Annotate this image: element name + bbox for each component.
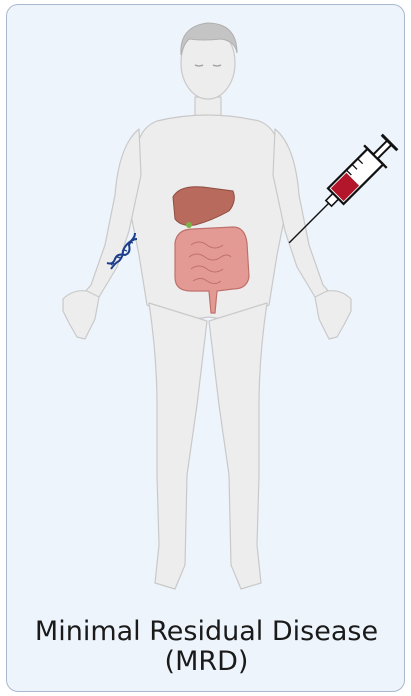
caption: Minimal Residual Disease (MRD) (7, 617, 405, 677)
illustration-panel: Minimal Residual Disease (MRD) (6, 4, 405, 692)
gallbladder (186, 222, 192, 228)
human-body-icon (63, 27, 351, 589)
caption-title: Minimal Residual Disease (7, 617, 405, 647)
caption-abbreviation: (MRD) (7, 647, 405, 677)
illustration (7, 5, 405, 610)
